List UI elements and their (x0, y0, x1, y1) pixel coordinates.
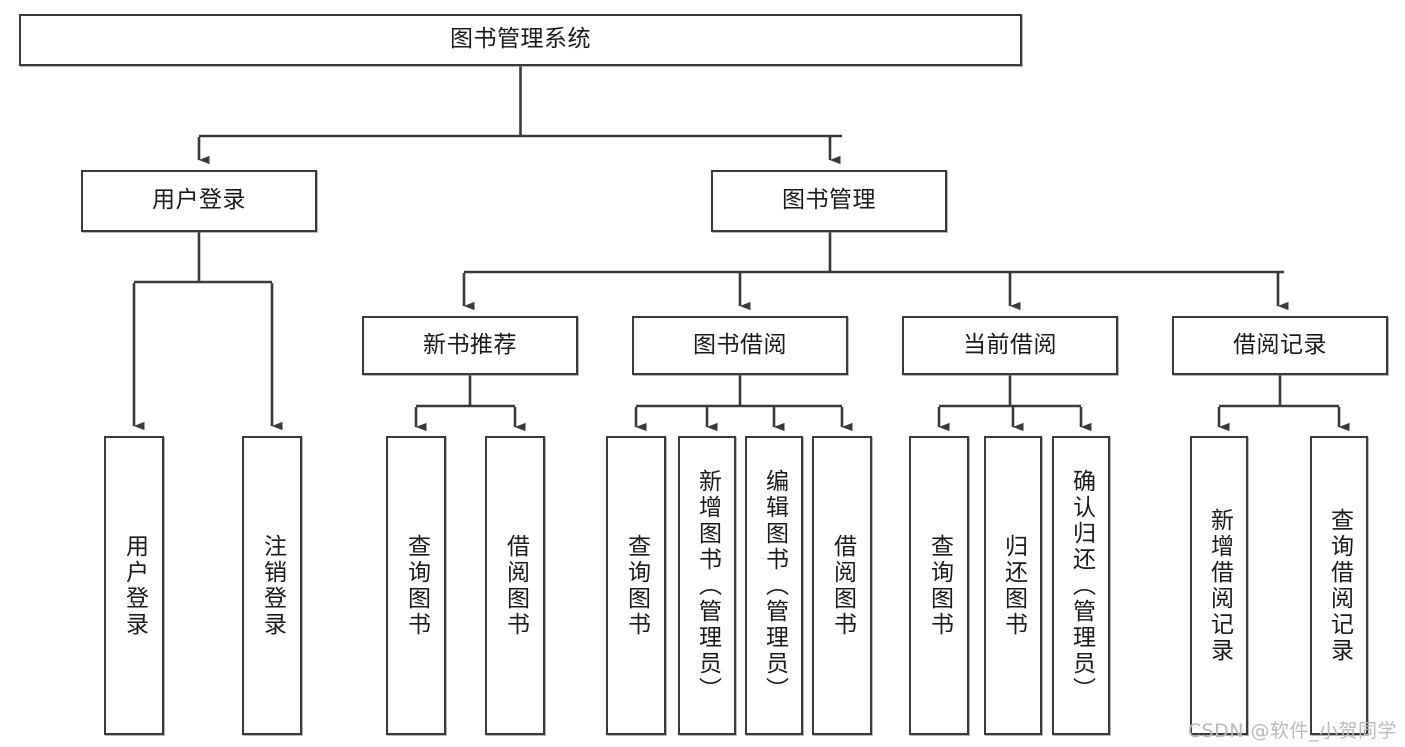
leaf-logout[interactable]: 注销登录 (242, 436, 302, 735)
node-current-borrow[interactable]: 当前借阅 (902, 316, 1118, 375)
leaf-add-borrow-record[interactable]: 新增借阅记录 (1190, 436, 1248, 735)
node-book-borrow[interactable]: 图书借阅 (632, 316, 848, 375)
leaf-borrow-book[interactable]: 借阅图书 (812, 436, 872, 735)
node-book-management-label: 图书管理 (782, 187, 876, 214)
leaf-borrow-book-new-label: 借阅图书 (502, 533, 529, 638)
node-root[interactable]: 图书管理系统 (19, 14, 1022, 66)
leaf-query-book-new-label: 查询图书 (403, 533, 430, 638)
leaf-user-login[interactable]: 用户登录 (104, 436, 164, 735)
leaf-borrow-book-new[interactable]: 借阅图书 (485, 436, 545, 735)
node-borrow-record-label: 借阅记录 (1233, 331, 1327, 358)
leaf-edit-book-admin-label: 编辑图书（管理员） (761, 468, 788, 703)
leaf-return-book-label: 归还图书 (1000, 533, 1027, 638)
leaf-query-book-current-label: 查询图书 (926, 533, 953, 638)
leaf-query-book-current[interactable]: 查询图书 (909, 436, 969, 735)
leaf-edit-book-admin[interactable]: 编辑图书（管理员） (745, 436, 803, 735)
node-current-borrow-label: 当前借阅 (963, 331, 1057, 358)
leaf-add-borrow-record-label: 新增借阅记录 (1206, 507, 1233, 664)
node-user-login[interactable]: 用户登录 (81, 170, 317, 232)
leaf-add-book-admin-label: 新增图书（管理员） (694, 468, 721, 703)
node-new-book-recommend-label: 新书推荐 (423, 331, 517, 358)
node-user-login-label: 用户登录 (152, 187, 246, 214)
node-book-borrow-label: 图书借阅 (693, 331, 787, 358)
leaf-confirm-return-admin-label: 确认归还（管理员） (1068, 468, 1095, 703)
leaf-query-borrow-record-label: 查询借阅记录 (1326, 507, 1353, 664)
node-root-label: 图书管理系统 (450, 26, 591, 53)
leaf-user-login-label: 用户登录 (121, 533, 148, 638)
leaf-query-book-new[interactable]: 查询图书 (386, 436, 446, 735)
leaf-query-book-borrow-label: 查询图书 (623, 533, 650, 638)
node-book-management[interactable]: 图书管理 (711, 170, 947, 232)
leaf-query-book-borrow[interactable]: 查询图书 (606, 436, 666, 735)
node-borrow-record[interactable]: 借阅记录 (1172, 316, 1388, 375)
leaf-confirm-return-admin[interactable]: 确认归还（管理员） (1052, 436, 1110, 735)
node-new-book-recommend[interactable]: 新书推荐 (362, 316, 578, 375)
watermark: CSDN @软件_小贺同学 (1187, 720, 1397, 742)
leaf-query-borrow-record[interactable]: 查询借阅记录 (1310, 436, 1368, 735)
leaf-return-book[interactable]: 归还图书 (984, 436, 1042, 735)
leaf-borrow-book-label: 借阅图书 (829, 533, 856, 638)
leaf-logout-label: 注销登录 (259, 533, 286, 638)
leaf-add-book-admin[interactable]: 新增图书（管理员） (678, 436, 736, 735)
